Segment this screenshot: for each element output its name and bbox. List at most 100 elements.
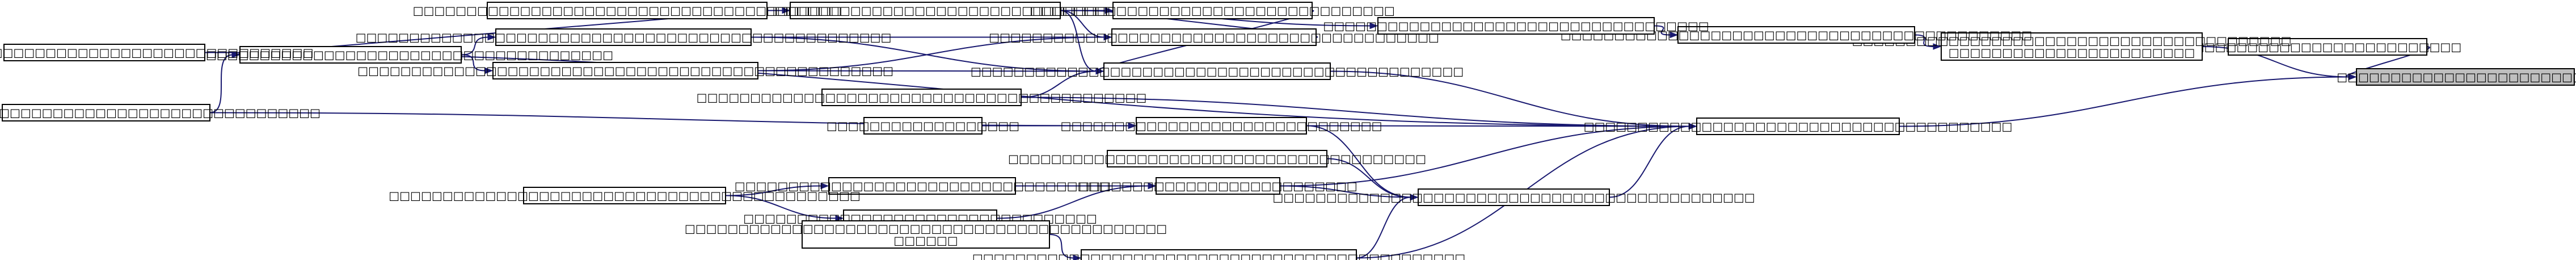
graph-node[interactable]: □□□□□□□□□□□□□□□□□□□□□□□□□□□□□□□□□□□□ [1323,17,1709,35]
edge-line [751,36,1097,72]
node-box [1111,28,1317,46]
node-label: □□□□□□□□□□□□□□□□□□□□□□□ [1949,46,2195,60]
node-label: □□□□□□□□□□□□□□□□□□□□□□□□□□□□□□□□□□□ [735,179,1110,193]
graph-node[interactable]: □□□□□□□□□□□□□□□□□□□□□□□□□□□□□□□□□□□□□□□□… [356,28,892,46]
graph-node[interactable]: □□□□□□□□□□□□□□□□□□□□□□□□□□□□□□□□□□□ [735,177,1110,195]
edge-n10-to-n13 [461,54,494,74]
edge-line [1049,234,1074,259]
node-label: □□□□□□□□□□□□□□□□□□□□□□□□□□□□□□□□□□□□□□□□… [989,31,1439,44]
arrowhead-icon [1103,33,1112,41]
root-node[interactable]: □□□□□□□□□□□□□□□□□□□□□□□□ [2337,68,2576,86]
node-box [487,2,768,19]
edge-n18-to-n17 [982,122,1137,129]
arrowhead-icon [835,215,844,222]
edge-line [1021,97,1690,127]
graph-node[interactable]: □□□□□□□□□□□□□□□□□□□□□□□□□□□□□□□□□□□□□□□ [0,44,313,61]
graph-node[interactable]: □□□□□□□□□□□□□□□□□□□□□□□□□□□□□□□□□□□□□□□□… [685,220,1167,249]
arrowhead-icon [1073,254,1082,260]
graph-node[interactable]: □□□□□□□□□□□□□□□□□□□□□□□□□□□□□□□□□□□□□□□□… [697,89,1147,106]
node-label: □□□□□□□□□□□□□□□□□□□□□□□□□□ [1078,179,1357,193]
node-box [2228,38,2427,56]
edge-line [757,36,1105,72]
arrowhead-icon [1148,182,1157,190]
node-box [495,28,752,46]
graph-node[interactable]: □□□□□□□□□□□□□□□□□□□□□□□□□□□□□□□□□□□□□□□□… [389,187,861,204]
node-box [239,46,462,64]
graph-node[interactable]: □□□□□□□□□□□□□□□□□□□□□□□□□□□□□□□□□□□□□□□□ [413,2,842,19]
edge-n14-to-n9 [1021,68,1104,98]
node-label: □□□□□□□□□□□□□□□□□□□□□□□□□□□□□□ [1061,119,1382,133]
node-box [821,89,1022,106]
edge-line [996,185,1149,219]
node-label: □□□□□□ [893,234,958,248]
graph-node[interactable]: □□□□□□□□□□□□□□□□□□□□□□□□□□□□□□□□□□□□□□□□… [989,28,1439,46]
edge-n16-to-n10 [209,51,241,114]
node-box [1156,177,1280,195]
graph-node[interactable]: □□□□□□□□□□□□□□□□□□□□□□□□□□ [1078,177,1357,195]
edge-line [1609,125,1690,198]
graph-node[interactable]: □□□□□□□□□□□□□□□□□□□□□□□□□□□□□□□□□□□□□□□□… [1272,188,1755,206]
node-box [492,62,758,79]
node-box [790,2,1061,19]
arrowhead-icon [484,67,494,74]
node-label: □□□□□□□□□□□□□□□□□□□□□□□□□□□□□□□□□□□□□□□ [0,46,313,60]
edge-n10-to-n12 [461,33,496,56]
node-label: □□□□□□□□□□□□□□□□□□□□□□□□□□□□□□□□□□□□□□□□… [1852,34,2292,48]
graph-node[interactable]: □□□□□□□□□□□□□□□□□□□□□□□□□□□□□□□□□□□□□□□□… [971,62,1464,80]
node-label: □□□□□□□□□□□□□□□□□□□□□□□□□□□□□□□□□□□□□□□□… [697,91,1147,104]
edge-n5-to-n4 [1654,25,1679,39]
node-box [1136,117,1307,135]
edge-line [2346,46,2430,78]
node-box [1081,249,1357,260]
node-label: □□□□□□□□□□□□□□□□□□□□□□□□□□□□□□□□□□□□□□□□… [356,31,892,44]
edge-line [1356,196,1411,259]
node-label: □□□□□□□□□□□□□□□□□□□□□□□□ [2337,70,2576,84]
arrowhead-icon [1933,43,1942,50]
node-box [2,104,210,121]
arrowhead-icon [1688,123,1697,130]
edge-line [757,70,1097,72]
graph-node[interactable]: □□□□□□□□□□□□□□□□□□□□□□□□□□□□□□□□□□□□□□□□… [1852,32,2292,61]
edge-n24-to-n21 [996,182,1157,219]
edge-line [1060,10,1105,38]
node-label: □□□□□□□□□□□□□□□□□□□□□□□□□ [2194,40,2461,54]
edge-line [461,36,489,56]
graph-node[interactable]: □□□□□□□□□□□□□□□□□□□□□□□□□□□□□□ [1061,117,1382,135]
node-box [523,187,726,204]
node-box [1103,62,1331,80]
graph-node[interactable]: □□□□□□□□□□□□□□□□□□□□□□□□□□□□□□□□□□□□□□□□ [1584,118,2013,135]
node-label: □□□□□□□□□□□□□□□□□□□□□□□□□□□□□□□□□□□□□□□□… [972,251,1465,260]
node-box [1696,118,1900,135]
graph-node[interactable]: □□□□□□□□□□□□□□□□□□□□□□□□□□□□□□□□□□□□□□□ [1008,150,1426,167]
node-label: □□□□□□□□□□□□□□□□□□□□□□□□□□□□□□□□□□□□□□□□… [389,189,860,203]
arrowhead-icon [1410,194,1419,201]
node-label: □□□□□□□□□□□□□□□□□□□□□□□□□□□□□□□□□□□□□□□□ [0,106,321,120]
arrowhead-icon [1128,122,1137,129]
edge-line [1914,34,1934,47]
edge-line [1279,125,1690,187]
graph-node[interactable]: □□□□□□□□□□□□□□□□□□□□□□□□□□□□□□□□□□□□□□□□… [357,62,893,79]
node-label: □□□□□□□□□□□□□□□□□□□□□□□□□□□□□□□□□□□□□□□□… [685,222,1167,236]
edge-n4-to-n2 [1914,34,1942,50]
arrowhead-icon [820,182,829,190]
edge-line [1326,158,1411,198]
edge-n23-to-n24 [725,195,844,222]
node-box [2356,68,2575,86]
node-box [1941,32,2203,61]
edge-line [1306,125,1411,198]
node-box [863,117,983,135]
arrowhead-icon [2348,73,2357,81]
graph-node[interactable]: □□□□□□□□□□□□□□□□□□□□□□□□□□□□□□□□□□□□□□□□ [0,104,321,121]
graph-node[interactable]: □□□□□□□□□□□□□□□□□□□□□□□□□ [2194,38,2461,56]
edge-line [1899,76,2350,127]
graph-node[interactable]: □□□□□□□□□□□□□□□□□□□□□□□□□□□□□□□□□□□□□□□□… [972,249,1465,260]
graph-node[interactable]: □□□□□□□□□□□□□□□□□□ [827,117,1019,135]
arrowhead-icon [1369,22,1378,30]
edge-n13-to-n8 [757,33,1112,72]
graph-node[interactable]: □□□□□□□□□□□□□□□□□□□□□□□□□□□□□□□□□□ [1030,2,1395,19]
node-box [802,220,1050,249]
node-label: □□□□□□□□□□□□□□□□□□□□□□□□□□□□□□□□□□□□□□□□ [413,4,842,18]
edge-line [461,54,486,72]
node-box [1107,150,1327,167]
